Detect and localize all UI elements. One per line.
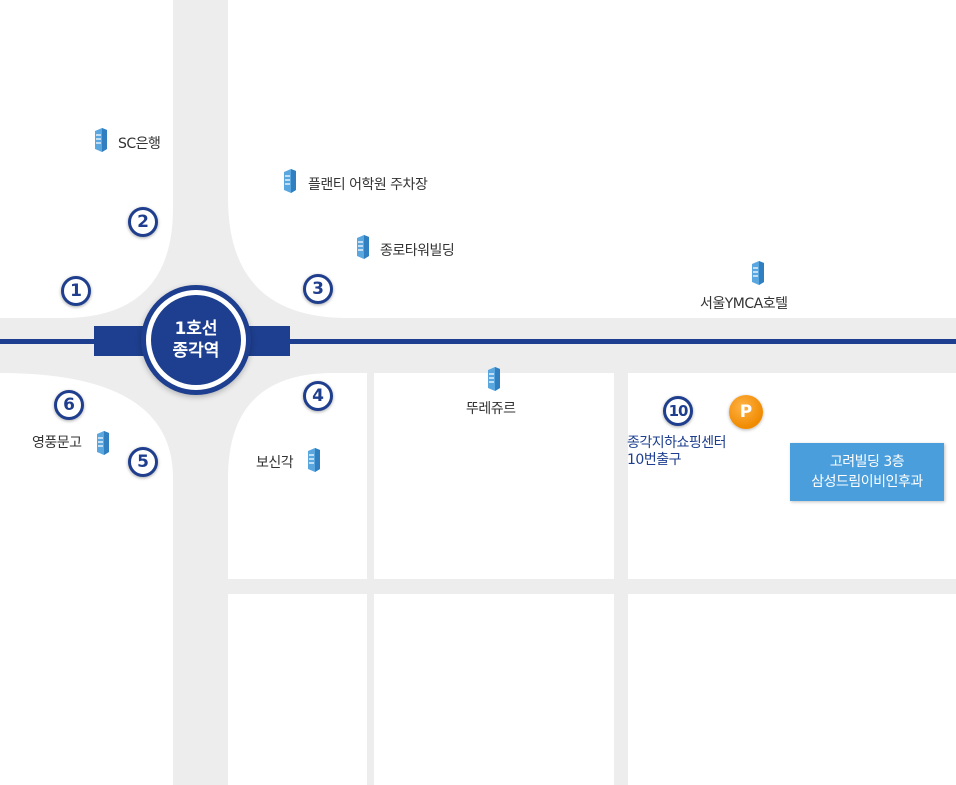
building-icon (357, 235, 369, 259)
exit-2[interactable]: 2 (128, 207, 158, 237)
landmark-plenty-parking[interactable]: 플랜티 어학원 주차장 (308, 177, 428, 193)
landmark-bosingak[interactable]: 보신각 (256, 455, 294, 471)
underground-mall-name: 종각지하쇼핑센터 (627, 435, 727, 451)
underground-mall-exit: 10번출구 (627, 452, 681, 468)
building-icon (488, 367, 500, 391)
exit-1[interactable]: 1 (61, 276, 91, 306)
destination-clinic: 삼성드림이비인후과 (811, 474, 923, 490)
exit-6[interactable]: 6 (54, 390, 84, 420)
exit-4[interactable]: 4 (303, 381, 333, 411)
landmark-jongno-tower[interactable]: 종로타워빌딩 (380, 243, 455, 259)
landmark-tous-les-jours[interactable]: 뚜레쥬르 (466, 401, 516, 417)
building-icon (97, 431, 109, 455)
station-name: 종각역 (172, 341, 220, 361)
destination-callout[interactable]: 고려빌딩 3층 삼성드림이비인후과 (790, 443, 944, 501)
landmark-ymca-hotel[interactable]: 서울YMCA호텔 (700, 296, 788, 312)
parking-icon[interactable]: P (729, 395, 763, 429)
landmark-sc-bank[interactable]: SC은행 (118, 136, 161, 152)
exit-5[interactable]: 5 (128, 447, 158, 477)
exit-10[interactable]: 10 (663, 396, 693, 426)
building-icon (308, 448, 320, 472)
building-icon (284, 169, 296, 193)
landmark-youngpoong[interactable]: 영풍문고 (32, 435, 82, 451)
destination-building: 고려빌딩 3층 (829, 454, 905, 470)
station-jonggak[interactable]: 1호선 종각역 (146, 290, 246, 390)
building-icon (95, 128, 107, 152)
station-line: 1호선 (174, 319, 218, 339)
exit-3[interactable]: 3 (303, 274, 333, 304)
underground-mall-label: 종각지하쇼핑센터 10번출구 (627, 435, 727, 469)
building-icon (752, 261, 764, 285)
